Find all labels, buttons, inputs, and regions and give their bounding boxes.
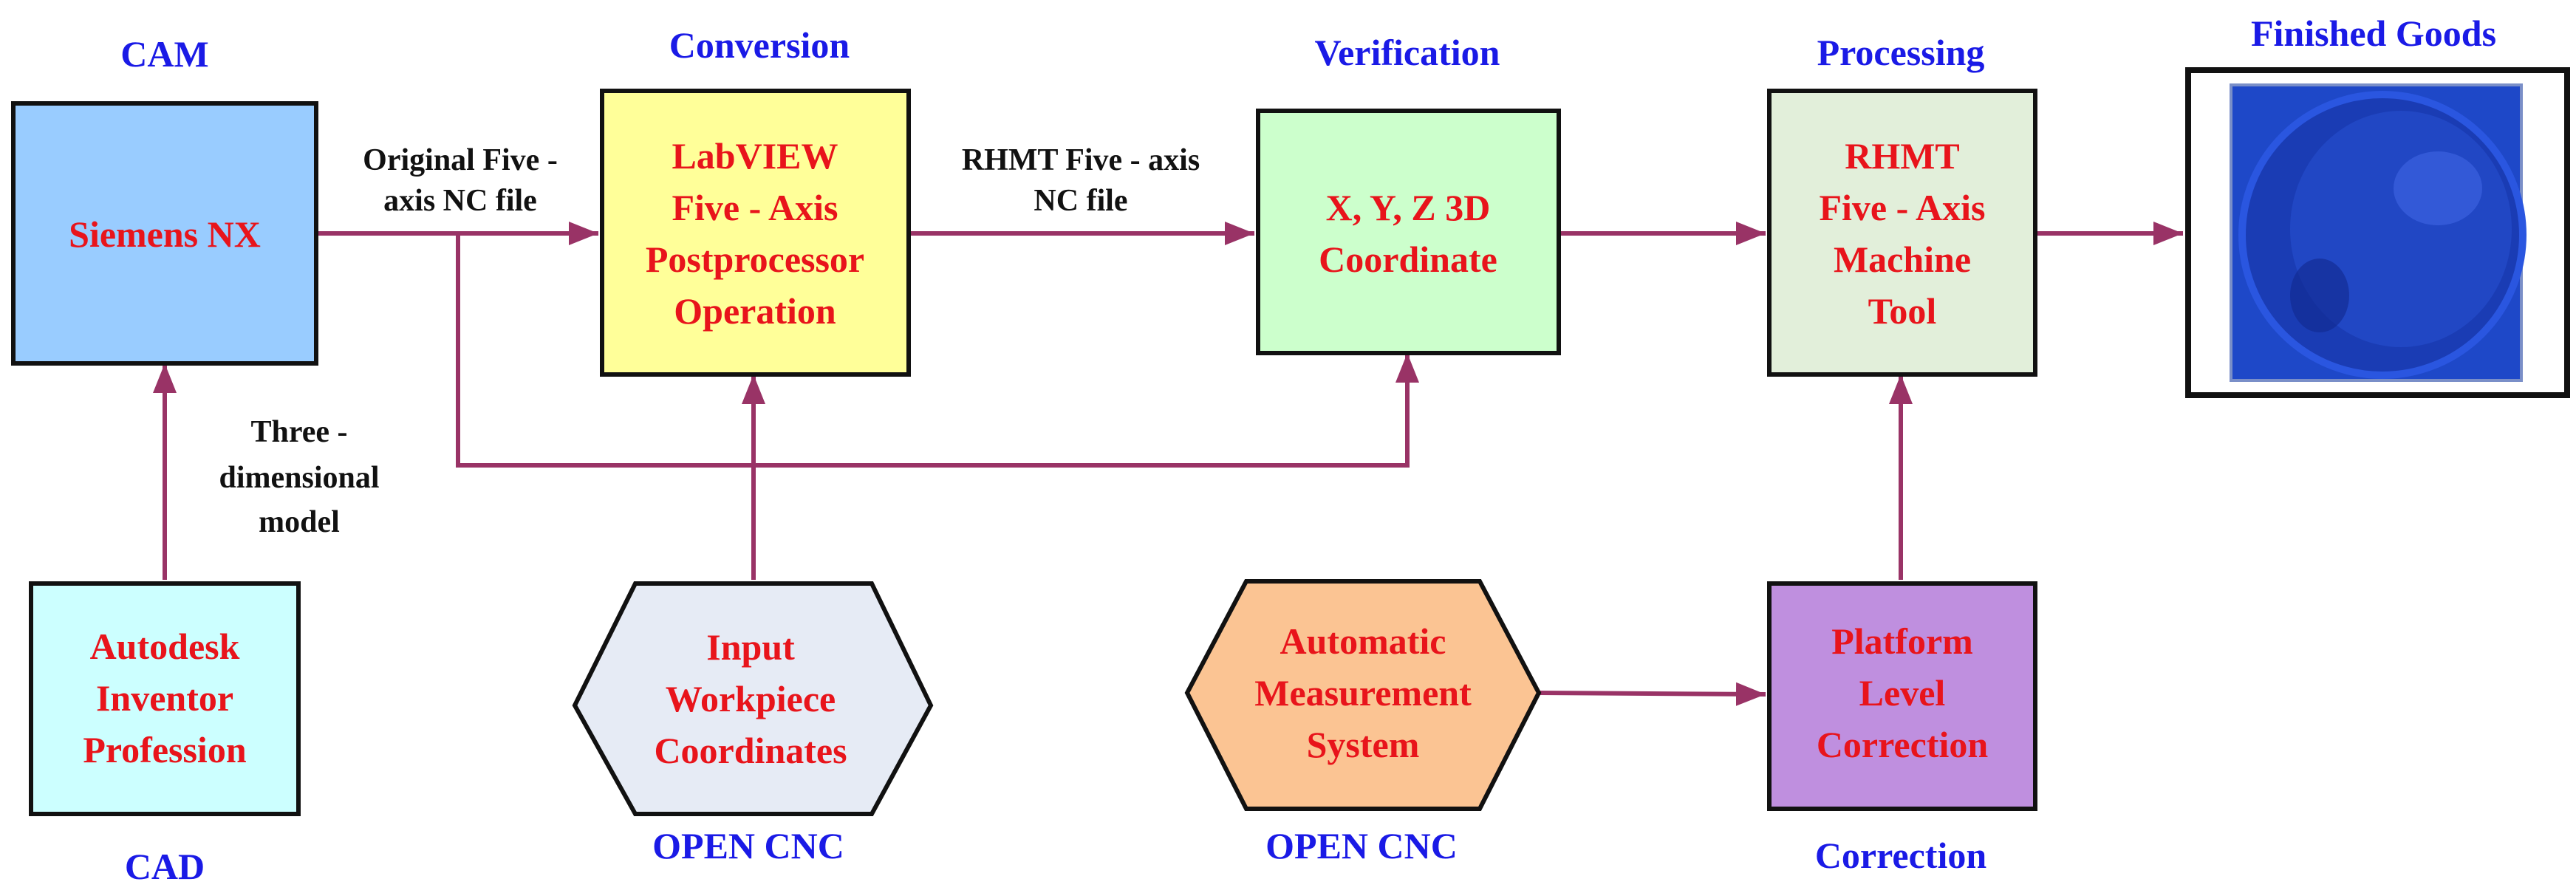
- xyz-coordinate-box: X, Y, Z 3D Coordinate: [1256, 109, 1561, 355]
- auto-measure-line-1: Automatic: [1280, 620, 1446, 662]
- automatic-measurement-hexagon: Automatic Measurement System: [1184, 579, 1542, 811]
- platform-line-1: Platform: [1831, 620, 1973, 662]
- platform-line-3: Correction: [1817, 724, 1989, 765]
- siemens-nx-label: Siemens NX: [69, 213, 261, 255]
- autodesk-line-2: Inventor: [96, 677, 233, 719]
- three-d-model-label-line1: Three -: [250, 415, 347, 449]
- stage-label-verification: Verification: [1315, 32, 1500, 73]
- stage-label-finished-goods: Finished Goods: [2251, 13, 2496, 54]
- platform-level-correction-box: Platform Level Correction: [1767, 581, 2037, 811]
- rhmt-nc-file-label-line1: RHMT Five - axis: [962, 143, 1200, 177]
- input-workpiece-line-3: Coordinates: [654, 730, 847, 771]
- rhmt-line-2: Five - Axis: [1820, 187, 1986, 228]
- xyz-line-2: Coordinate: [1319, 239, 1497, 280]
- rhmt-line-1: RHMT: [1845, 135, 1960, 177]
- connectors: [153, 222, 2183, 706]
- three-d-model-label-line3: model: [259, 505, 340, 539]
- auto-measure-line-3: System: [1307, 724, 1420, 765]
- original-nc-file-label-line2: axis NC file: [383, 184, 537, 218]
- input-workpiece-hexagon: Input Workpiece Coordinates: [572, 581, 934, 816]
- original-nc-file-label-line1: Original Five -: [363, 143, 558, 177]
- stage-label-correction: Correction: [1815, 835, 1987, 876]
- stage-label-cam: CAM: [120, 33, 208, 75]
- stage-label-processing: Processing: [1817, 32, 1985, 73]
- arrow-measure-to-platform: [1538, 682, 1766, 706]
- stage-label-open-cnc-1: OPEN CNC: [652, 825, 844, 866]
- labview-line-1: LabVIEW: [672, 135, 838, 177]
- input-workpiece-line-1: Input: [706, 626, 795, 668]
- labview-postprocessor-box: LabVIEW Five - Axis Postprocessor Operat…: [600, 89, 911, 377]
- stage-label-open-cnc-2: OPEN CNC: [1265, 825, 1458, 866]
- rhmt-machine-tool-box: RHMT Five - Axis Machine Tool: [1767, 89, 2037, 377]
- labview-line-2: Five - Axis: [672, 187, 838, 228]
- autodesk-inventor-box: Autodesk Inventor Profession: [29, 581, 301, 816]
- siemens-nx-box: Siemens NX: [11, 101, 318, 366]
- rhmt-nc-file-label-line2: NC file: [1034, 184, 1127, 218]
- labview-line-3: Postprocessor: [646, 239, 864, 280]
- auto-measure-line-2: Measurement: [1254, 672, 1472, 714]
- autodesk-line-1: Autodesk: [90, 626, 240, 667]
- arrow-bypass-to-xyz: [456, 233, 1419, 468]
- three-d-model-label-line2: dimensional: [219, 461, 379, 495]
- rhmt-line-3: Machine: [1834, 239, 1971, 280]
- finished-goods-image: [2185, 67, 2570, 398]
- xyz-line-1: X, Y, Z 3D: [1326, 187, 1491, 228]
- labview-line-4: Operation: [674, 290, 836, 332]
- autodesk-line-3: Profession: [83, 729, 246, 770]
- stage-label-conversion: Conversion: [669, 24, 850, 66]
- rhmt-line-4: Tool: [1868, 290, 1937, 332]
- stage-label-cad: CAD: [125, 846, 205, 887]
- input-workpiece-line-2: Workpiece: [666, 678, 836, 719]
- platform-line-2: Level: [1859, 672, 1946, 714]
